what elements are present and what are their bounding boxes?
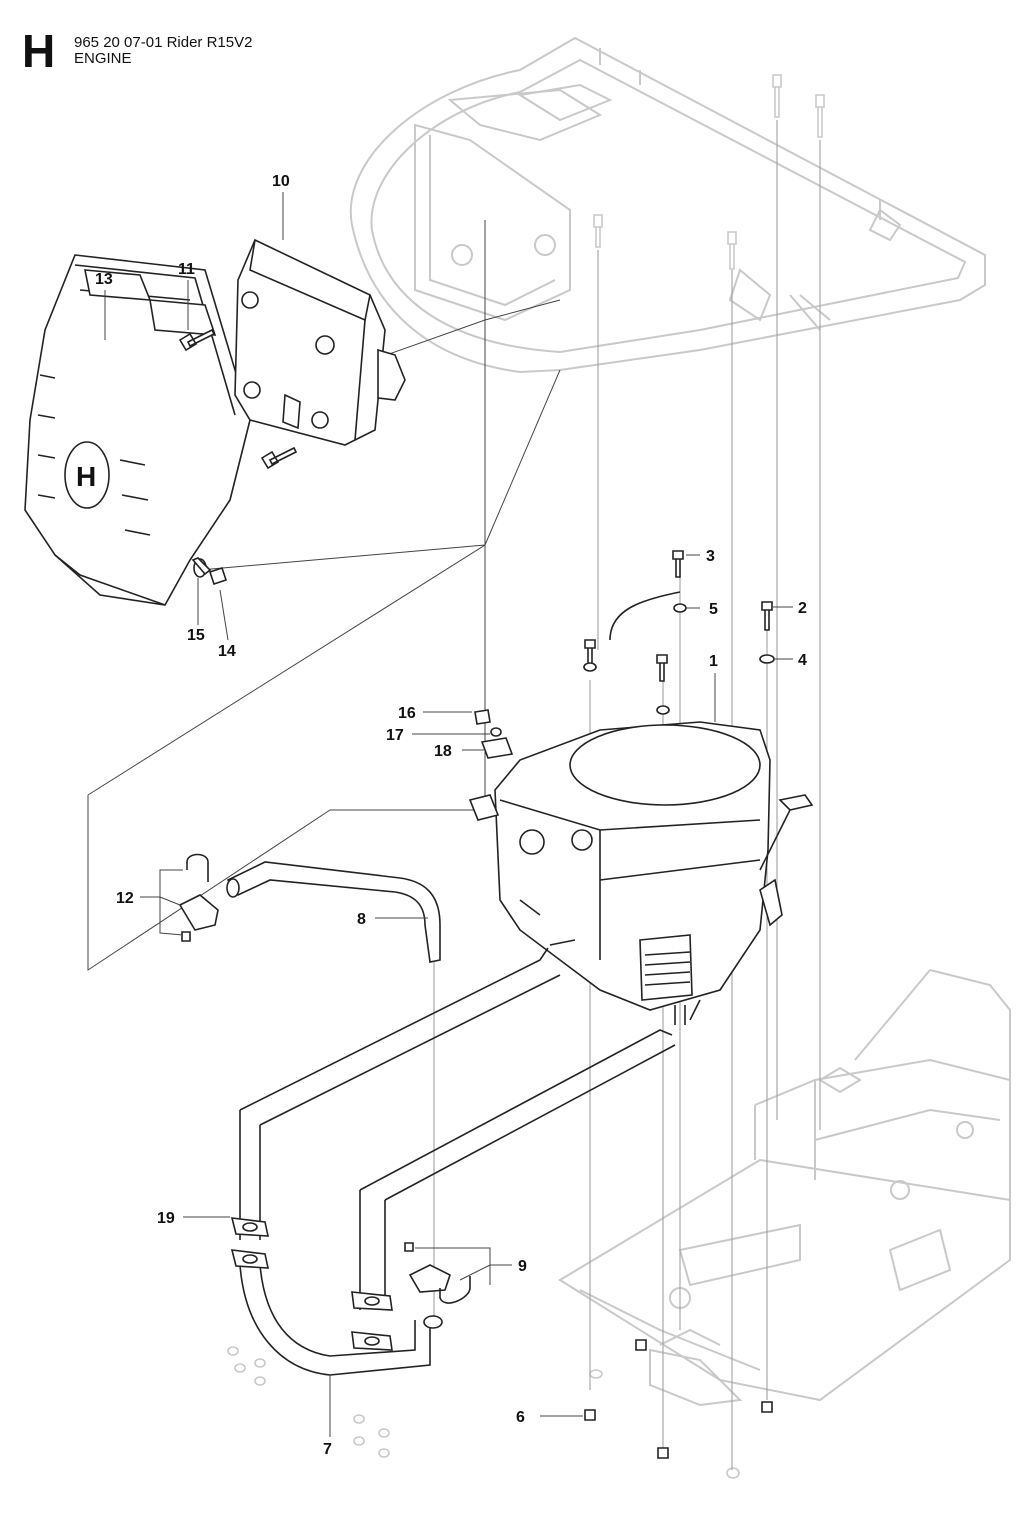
callout-17: 17 [386, 727, 404, 744]
callout-4: 4 [798, 652, 807, 669]
callout-labels: 1 2 3 4 5 6 7 8 9 10 11 12 13 14 15 16 1… [95, 173, 807, 1458]
washer-mount-2 [656, 705, 670, 715]
ground-wire [609, 591, 681, 641]
callout-8: 8 [357, 911, 366, 928]
callout-9: 9 [518, 1258, 527, 1275]
section-title: ENGINE [74, 50, 132, 67]
callout-18: 18 [434, 743, 452, 760]
bolt-11-set [178, 328, 298, 470]
callout-16: 16 [398, 705, 416, 722]
washer-mount [583, 662, 597, 672]
callout-2: 2 [798, 600, 807, 617]
nut-right [761, 1401, 773, 1413]
shield-logo: H [76, 461, 96, 492]
callout-15: 15 [187, 627, 205, 644]
chassis-ghost [558, 969, 1011, 1407]
ghost-hardware [227, 74, 825, 1479]
callout-11: 11 [178, 261, 195, 278]
callout-19: 19 [157, 1210, 175, 1227]
bolt-2 [761, 601, 773, 631]
callout-7: 7 [323, 1441, 332, 1458]
tube-8 [226, 861, 441, 963]
screw-16-washer-17-spacer-18 [474, 709, 514, 759]
callout-6: 6 [516, 1409, 525, 1426]
callout-3: 3 [706, 548, 715, 565]
clamp-kit-12 [178, 853, 219, 942]
page-header: 965 20 07-01 Rider R15V2 ENGINE [74, 35, 252, 67]
nut-6 [584, 1409, 596, 1421]
engine-1 [468, 721, 814, 1025]
washer-15-bolt-14 [191, 557, 228, 586]
nut-bottom [657, 1447, 669, 1459]
clamp-kit-9 [404, 1242, 471, 1304]
bolt-3 [672, 550, 684, 578]
callout-5: 5 [709, 601, 718, 618]
callout-12: 12 [116, 890, 134, 907]
callout-leaders [104, 192, 793, 1437]
callout-10: 10 [272, 173, 290, 190]
flange-gasket-19 [230, 1217, 393, 1351]
section-letter: H [22, 25, 56, 77]
model-line: 965 20 07-01 Rider R15V2 [74, 34, 253, 51]
nut-mount [635, 1339, 647, 1351]
mount-bolts [584, 639, 668, 682]
heat-shield-13: H [24, 254, 251, 606]
callout-14: 14 [218, 643, 236, 660]
washer-4 [759, 654, 775, 664]
callout-1: 1 [709, 653, 718, 670]
washer-5 [673, 603, 687, 613]
frame-ghost [349, 36, 986, 374]
muffler-10 [234, 238, 406, 446]
callout-13: 13 [95, 271, 113, 288]
